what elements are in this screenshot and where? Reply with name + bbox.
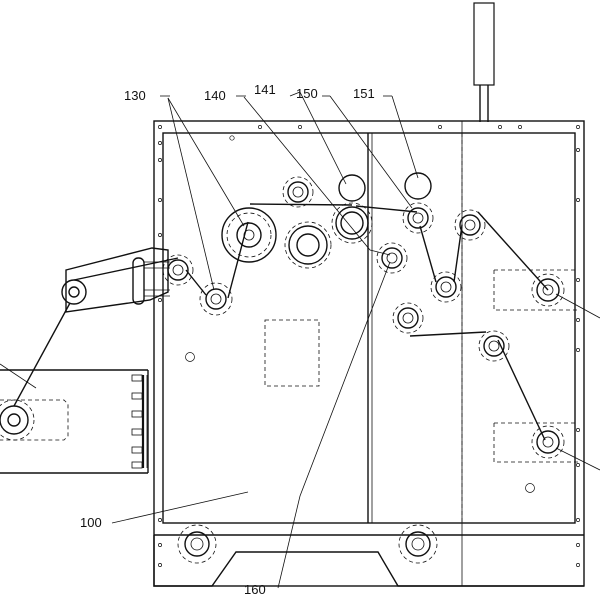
right-boxes <box>493 269 578 463</box>
label-140: 140 <box>204 88 226 103</box>
vertical-rod <box>473 2 495 122</box>
frame-holes <box>158 125 580 567</box>
leader-lines <box>0 91 600 589</box>
label-150: 150 <box>296 86 318 101</box>
center-dashed-box <box>264 319 320 387</box>
label-141: 141 <box>254 82 276 97</box>
left-housing <box>0 369 149 474</box>
label-151: 151 <box>353 86 375 101</box>
label-130: 130 <box>124 88 146 103</box>
web-path <box>13 203 549 441</box>
label-100: 100 <box>80 515 102 530</box>
main-frame <box>153 120 585 587</box>
label-160: 160 <box>244 582 266 597</box>
rollers <box>162 172 565 564</box>
